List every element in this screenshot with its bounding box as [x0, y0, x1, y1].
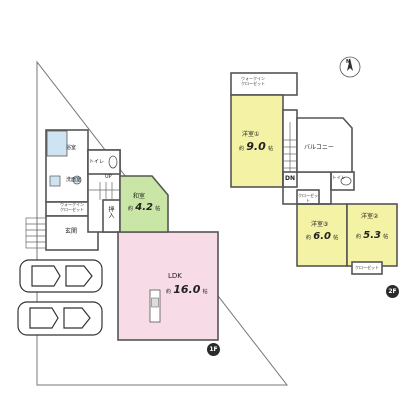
- area-value: 5.3: [363, 230, 381, 241]
- washroom-label: 洗面室: [66, 177, 82, 183]
- area-prefix: 約: [306, 235, 312, 241]
- area-unit: 帖: [202, 289, 208, 295]
- closet-b-label: クローゼット: [355, 265, 379, 270]
- dn-label: DN: [285, 175, 296, 182]
- sink-icon: [72, 175, 82, 185]
- balcony-label: バルコニー: [304, 144, 334, 151]
- toilet-icon: [340, 176, 352, 186]
- ldk-area: 約 16.0 帖: [166, 284, 208, 295]
- balcony: [296, 117, 353, 173]
- area-unit: 帖: [267, 146, 273, 152]
- toilet-label: トイレ: [89, 159, 105, 165]
- car-icon: [19, 259, 103, 293]
- japanese-room-area: 約 4.2 帖: [128, 203, 160, 213]
- floor2-badge: 2F: [386, 285, 399, 298]
- closet-a-label: クローゼット: [298, 193, 318, 203]
- walkin-closet-label: ウォークイン クローゼット: [60, 202, 84, 212]
- japanese-room: [119, 175, 169, 233]
- compass-icon: [339, 56, 361, 78]
- western2-area: 約 5.3 帖: [356, 231, 388, 241]
- area-value: 6.0: [313, 231, 331, 242]
- area-unit: 帖: [333, 235, 339, 241]
- kitchen-sink: [151, 297, 159, 308]
- entrance-label: 玄関: [65, 228, 78, 235]
- floor1-badge: 1F: [207, 343, 220, 356]
- floor2-walls: [230, 72, 398, 275]
- area-unit: 帖: [155, 206, 161, 212]
- area-prefix: 約: [128, 206, 134, 212]
- car-icon: [17, 301, 103, 336]
- toilet-icon: [108, 155, 118, 169]
- storage-label: 押入: [107, 206, 114, 218]
- stairs-2f: [283, 122, 297, 172]
- western3-name: 洋室③: [311, 221, 329, 228]
- bathroom-label: 浴室: [66, 145, 77, 151]
- walkin-closet-2f-label: ウォークイン クローゼット: [241, 76, 265, 86]
- area-prefix: 約: [239, 146, 245, 152]
- western2-name: 洋室②: [361, 213, 379, 220]
- ldk-name: LDK: [168, 272, 182, 280]
- washer-icon: [49, 175, 61, 187]
- entrance-steps: [25, 217, 47, 249]
- stairs-1f: [88, 182, 120, 200]
- up-label: UP: [105, 174, 112, 180]
- toilet-2f-label: トイレ: [332, 176, 346, 181]
- area-prefix: 約: [166, 289, 172, 295]
- area-value: 9.0: [246, 140, 266, 153]
- area-prefix: 約: [356, 234, 362, 240]
- compass-label: N: [346, 59, 351, 65]
- western3-area: 約 6.0 帖: [306, 232, 338, 242]
- floor1-walls: [45, 129, 219, 341]
- western1-area: 約 9.0 帖: [239, 141, 273, 152]
- area-value: 4.2: [135, 202, 153, 213]
- japanese-room-name: 和室: [133, 193, 146, 200]
- area-value: 16.0: [173, 283, 201, 296]
- western1-name: 洋室①: [242, 131, 260, 138]
- area-unit: 帖: [383, 234, 389, 240]
